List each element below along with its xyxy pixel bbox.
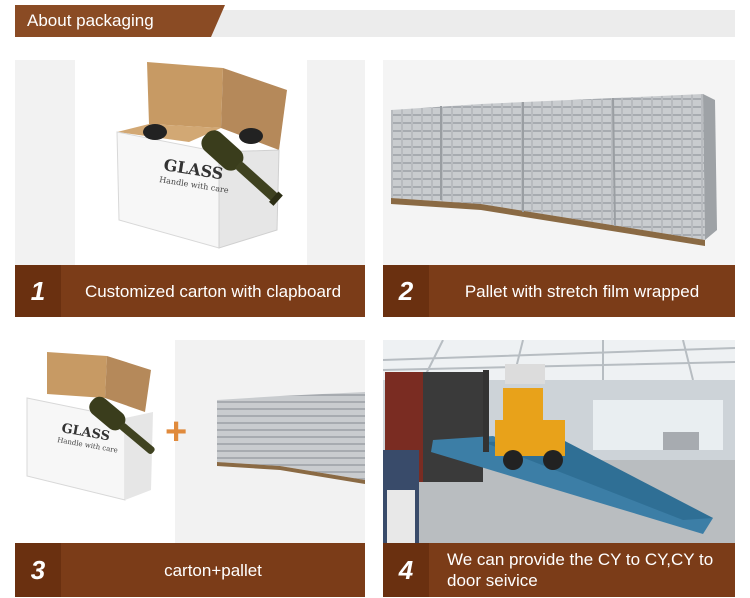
panel-4: 4 We can provide the CY to CY,CY to door… — [383, 340, 735, 597]
label-bar-4: 4 We can provide the CY to CY,CY to door… — [383, 543, 735, 597]
label-bar-3: 3 carton+pallet — [15, 543, 365, 597]
label-bar-2: 2 Pallet with stretch film wrapped — [383, 265, 735, 317]
step-number: 3 — [15, 543, 61, 597]
warehouse-image — [383, 340, 735, 543]
step-caption: Customized carton with clapboard — [84, 281, 342, 301]
pallet-image — [391, 94, 717, 246]
panel-1: GLASS Handle with care 1 Customized cart… — [15, 60, 365, 317]
header-tab: About packaging — [15, 5, 225, 37]
step-caption: carton+pallet — [164, 560, 262, 580]
header-title: About packaging — [27, 11, 154, 30]
label-bar-1: 1 Customized carton with clapboard — [15, 265, 365, 317]
pallet-photo — [383, 60, 735, 265]
step-number: 1 — [15, 265, 61, 317]
carton-pallet-image: GLASS Handle with care + — [15, 340, 365, 543]
carton-image: GLASS Handle with care — [75, 60, 307, 265]
step-caption: We can provide the CY to CY,CY to door s… — [447, 550, 714, 590]
step-number: 4 — [383, 543, 429, 597]
step-caption: Pallet with stretch film wrapped — [464, 281, 700, 301]
plus-sign: + — [165, 411, 187, 453]
warehouse-photo — [383, 340, 735, 543]
step-number: 2 — [383, 265, 429, 317]
carton-pallet-photo: GLASS Handle with care + — [15, 340, 365, 543]
carton-photo: GLASS Handle with care — [15, 60, 365, 265]
panel-2: 2 Pallet with stretch film wrapped — [383, 60, 735, 317]
section-header: About packaging — [15, 5, 735, 37]
panel-3: GLASS Handle with care + 3 carton+pallet — [15, 340, 365, 597]
